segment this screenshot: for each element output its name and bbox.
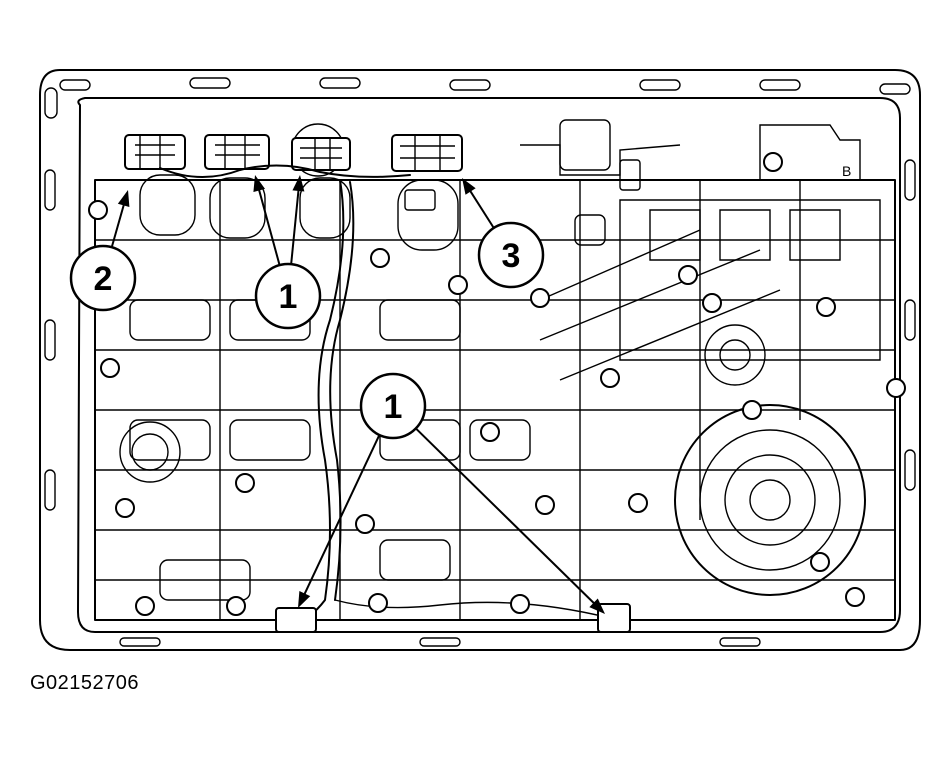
- figure-id: G02152706: [30, 672, 140, 694]
- callout-1-bottom: 1: [359, 372, 427, 440]
- callout-label: 1: [279, 278, 298, 316]
- accumulator-piston: [674, 324, 866, 596]
- callout-circle: [254, 262, 322, 330]
- callout-1-top: 1: [254, 262, 322, 330]
- callout-label: 3: [502, 237, 521, 275]
- manual-valve-linkage: B: [520, 119, 861, 246]
- connector-3: [391, 134, 463, 251]
- callout-circle: [359, 372, 427, 440]
- leader-line: [110, 199, 127, 248]
- leader-lines: [110, 175, 605, 614]
- leader-arrowhead: [462, 178, 476, 195]
- leader-line: [466, 185, 495, 229]
- leader-arrowhead: [292, 175, 305, 192]
- svg-text:B: B: [842, 163, 851, 179]
- callout-circle: [477, 221, 545, 289]
- leader-line: [301, 434, 381, 600]
- leader-line: [256, 184, 281, 266]
- callout-label: 1: [384, 388, 403, 426]
- connector-1b: [291, 123, 351, 239]
- callouts: 2 1 3 1: [69, 221, 545, 440]
- connector-bottom-right: [597, 603, 631, 633]
- callout-3: 3: [477, 221, 545, 289]
- leader-line: [290, 184, 301, 265]
- connector-2: [124, 134, 196, 236]
- leader-arrowhead: [117, 190, 130, 208]
- leader-line: [415, 427, 599, 608]
- connector-bottom-left: [275, 607, 317, 633]
- callout-circle: [69, 244, 137, 312]
- bolts: [88, 152, 906, 616]
- callout-2: 2: [69, 244, 137, 312]
- leader-arrowhead: [253, 175, 265, 193]
- connector-1a: [204, 134, 270, 239]
- leader-arrowhead: [298, 590, 311, 608]
- leader-arrowhead: [589, 598, 605, 614]
- solenoid-connectors: [124, 123, 631, 633]
- callout-label: 2: [94, 260, 113, 298]
- case-outline: [39, 69, 921, 651]
- spool-valves: [119, 299, 531, 601]
